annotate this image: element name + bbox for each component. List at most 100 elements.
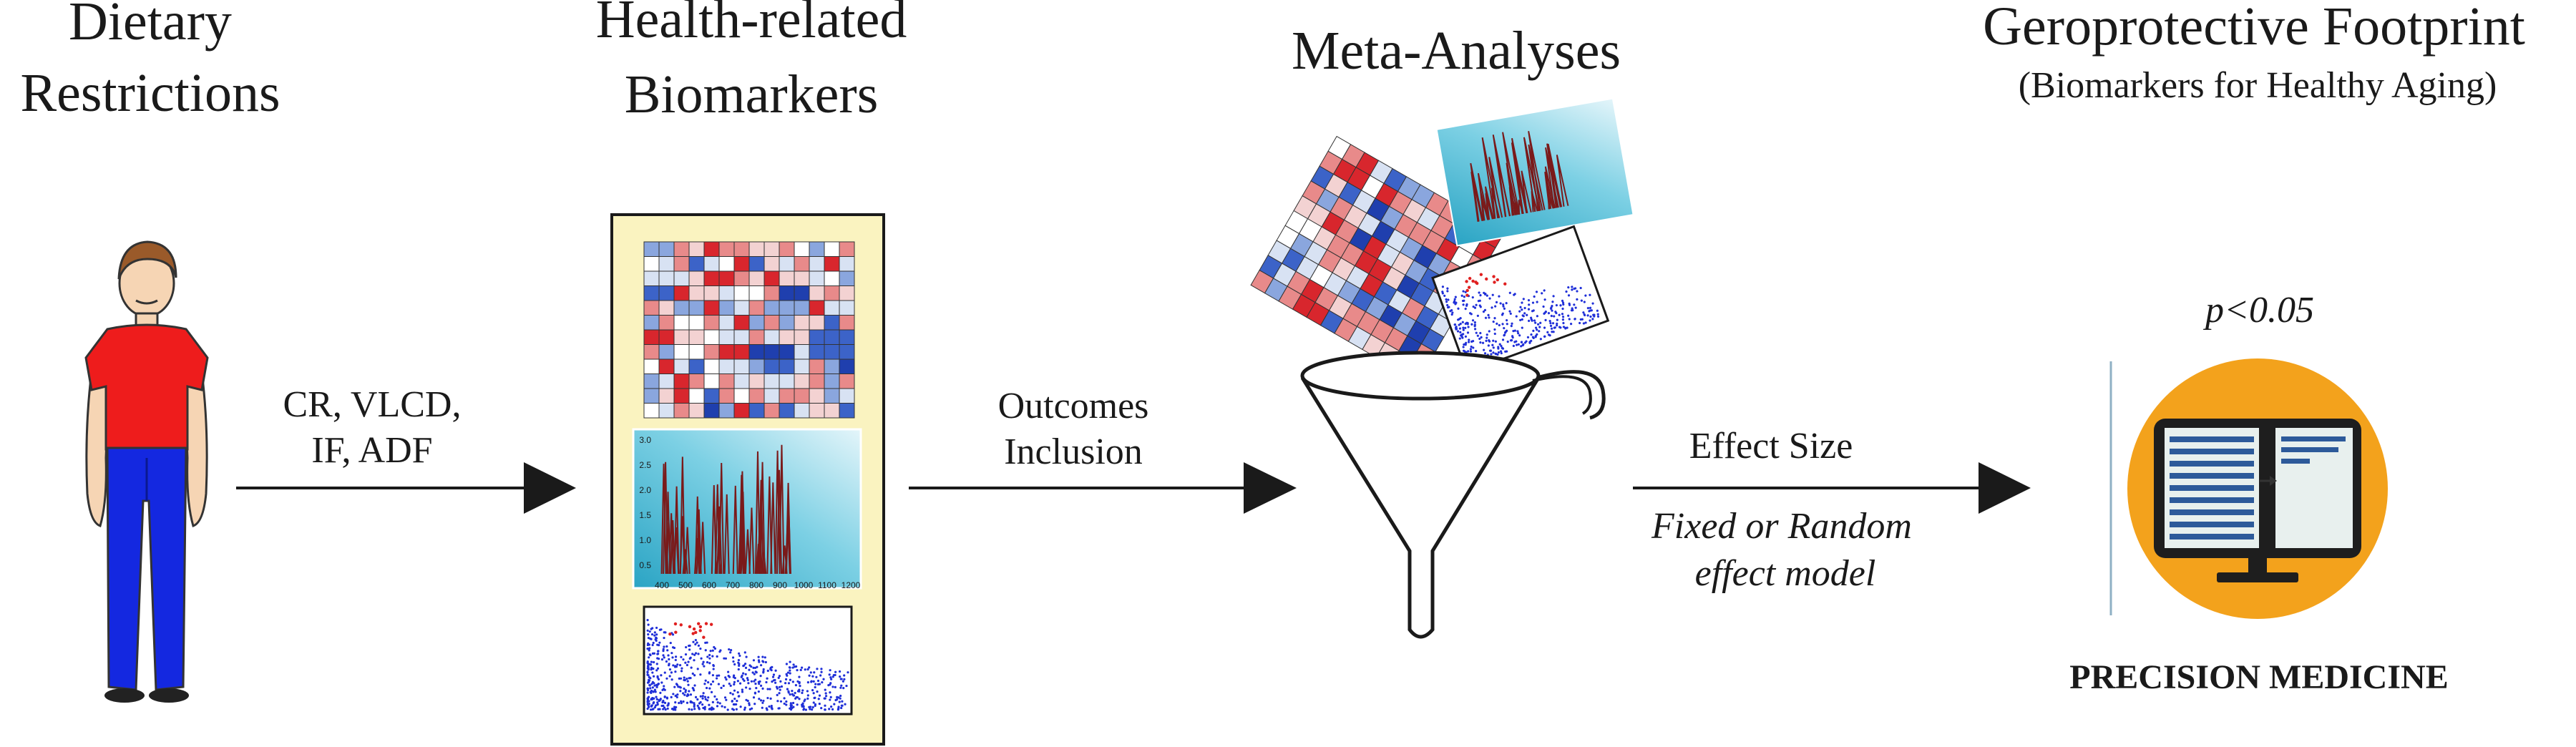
heatmap-cell (733, 315, 750, 331)
scatter-point (1455, 301, 1458, 304)
scatter-point (789, 693, 791, 696)
heatmap-cell (703, 344, 720, 360)
scatter-point (829, 691, 831, 694)
scatter-point (1589, 306, 1592, 309)
scatter-point (1509, 312, 1512, 315)
scatter-point (1455, 327, 1458, 330)
scatter-point (1497, 346, 1500, 348)
scatter-point (761, 655, 764, 658)
scatter-point (1571, 307, 1574, 310)
scatter-point (736, 690, 739, 694)
scatter-point (684, 661, 687, 664)
scatter-point (804, 708, 807, 711)
scatter-point (1458, 337, 1461, 340)
scatter-point (1478, 299, 1481, 302)
scatter-point (1463, 343, 1466, 346)
heatmap-cell (839, 241, 855, 257)
scatter-point (1473, 321, 1476, 324)
scatter-point (672, 693, 675, 695)
scatter-point (743, 679, 746, 683)
scatter-point (742, 672, 745, 675)
heatmap-cell (688, 256, 705, 272)
scatter-point (646, 681, 650, 684)
scatter-point (658, 708, 661, 711)
scatter-point (738, 682, 742, 685)
scatter-point-highlight (698, 629, 702, 633)
scatter-point (1528, 303, 1531, 306)
heatmap-cell (809, 300, 825, 316)
scatter-point (1543, 311, 1546, 315)
scatter-point (812, 701, 815, 704)
scatter-point (703, 695, 707, 698)
scatter-point (763, 656, 766, 659)
scatter-point (697, 644, 701, 647)
scatter-point (653, 684, 656, 687)
scatter-point (652, 690, 655, 693)
heatmap-cell (779, 300, 795, 316)
heatmap-cell (824, 388, 840, 404)
scatter-point (662, 650, 665, 653)
scatter-point (652, 675, 655, 678)
scatter-point (653, 706, 656, 709)
scatter-point (1485, 294, 1488, 297)
heatmap-cell (779, 344, 795, 360)
scatter-point (708, 671, 711, 674)
scatter-point (799, 668, 802, 671)
scatter-point (838, 670, 841, 673)
scatter-point (789, 672, 791, 675)
scatter-point (1492, 321, 1495, 323)
scatter-point (649, 663, 653, 666)
scatter-point (663, 656, 665, 659)
scatter-point (656, 653, 659, 655)
spectrum-peak (1528, 131, 1546, 211)
scatter-point (701, 663, 704, 665)
heatmap-cell (794, 358, 810, 374)
scatter-point (1567, 294, 1571, 297)
scatter-point (647, 695, 650, 698)
scatter-point (801, 691, 804, 695)
heatmap-cell (703, 315, 720, 331)
scatter-point (655, 698, 658, 700)
scatter-point (711, 680, 715, 683)
scatter-point (690, 666, 693, 669)
heatmap-cell (809, 403, 825, 419)
scatter-point (1441, 285, 1445, 288)
scatter-point (1464, 307, 1467, 311)
scatter-point (752, 696, 756, 699)
scatter-point (724, 657, 727, 660)
scatter-point (1459, 322, 1462, 326)
scatter-point (1516, 343, 1518, 346)
scatter-point (671, 656, 674, 659)
heatmap-cell (763, 300, 780, 316)
scatter-point (1536, 301, 1538, 303)
scatter-point (691, 686, 694, 690)
scatter-point (804, 668, 806, 671)
scatter-point (789, 702, 792, 705)
scatter-point (686, 680, 689, 683)
scatter-point (1500, 345, 1503, 348)
scatter-point (699, 695, 702, 698)
scatter-point (753, 703, 756, 706)
scatter-point (703, 683, 706, 685)
scatter-point (837, 707, 840, 710)
heatmap-cell (824, 270, 840, 286)
scatter-point (1454, 296, 1457, 298)
heatmap-cell (673, 388, 690, 404)
heatmap-cell (658, 388, 675, 404)
monitor-text-line (2281, 459, 2310, 464)
scatter-point (1497, 351, 1501, 354)
scatter-point (674, 658, 677, 662)
scatter-point (656, 667, 660, 670)
heatmap-cell (643, 388, 660, 404)
scatter-point (648, 647, 651, 650)
scatter-point (671, 708, 674, 711)
scatter-point (1445, 301, 1448, 303)
heatmap-cell (658, 300, 675, 316)
scatter-point (789, 706, 793, 708)
scatter-point (1519, 318, 1522, 321)
scatter-point (1581, 318, 1584, 321)
scatter-point (1498, 295, 1501, 298)
scatter-point (650, 698, 653, 701)
scatter-point (646, 670, 649, 673)
scatter-point (1446, 303, 1449, 307)
